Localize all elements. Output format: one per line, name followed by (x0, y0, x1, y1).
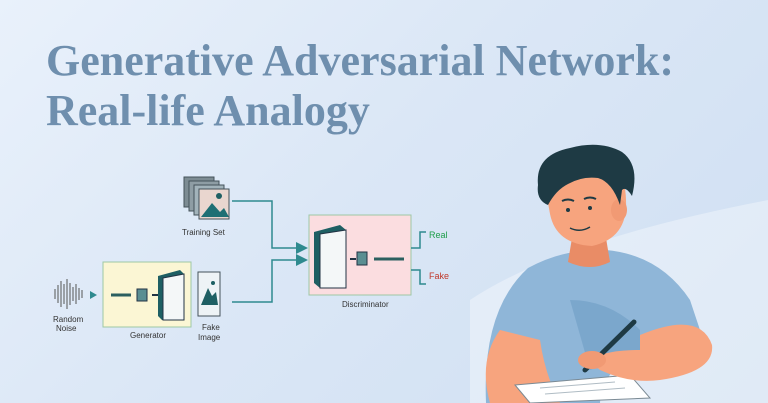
discriminator-layer-icon (314, 225, 404, 289)
random-noise-label-2: Noise (56, 324, 77, 333)
hair (537, 144, 635, 205)
real-output-line (411, 231, 426, 249)
paper-icon (514, 374, 652, 403)
generator-label: Generator (130, 331, 166, 340)
training-set-label: Training Set (182, 228, 226, 237)
fake-output-line (411, 269, 426, 285)
layer-block-icon (136, 270, 185, 321)
random-noise-label-1: Random (53, 315, 84, 324)
fake-image-label-1: Fake (202, 323, 220, 332)
page-title: Generative Adversarial Network: Real-lif… (46, 36, 674, 136)
real-output-label: Real (429, 230, 448, 240)
fake-image-icon (197, 271, 221, 317)
discriminator-label: Discriminator (342, 300, 389, 309)
training-to-discriminator-arrow (232, 200, 308, 254)
noise-arrow (90, 291, 97, 299)
fake-output-label: Fake (429, 271, 449, 281)
fake-to-discriminator-arrow (232, 254, 308, 303)
fake-image-label-2: Image (198, 333, 221, 342)
person-illustration (485, 144, 713, 403)
noise-wave-icon (54, 279, 83, 309)
title-line-1: Generative Adversarial Network: (46, 36, 675, 85)
title-line-2: Real-life Analogy (46, 86, 370, 135)
image-stack-icon (183, 176, 230, 220)
